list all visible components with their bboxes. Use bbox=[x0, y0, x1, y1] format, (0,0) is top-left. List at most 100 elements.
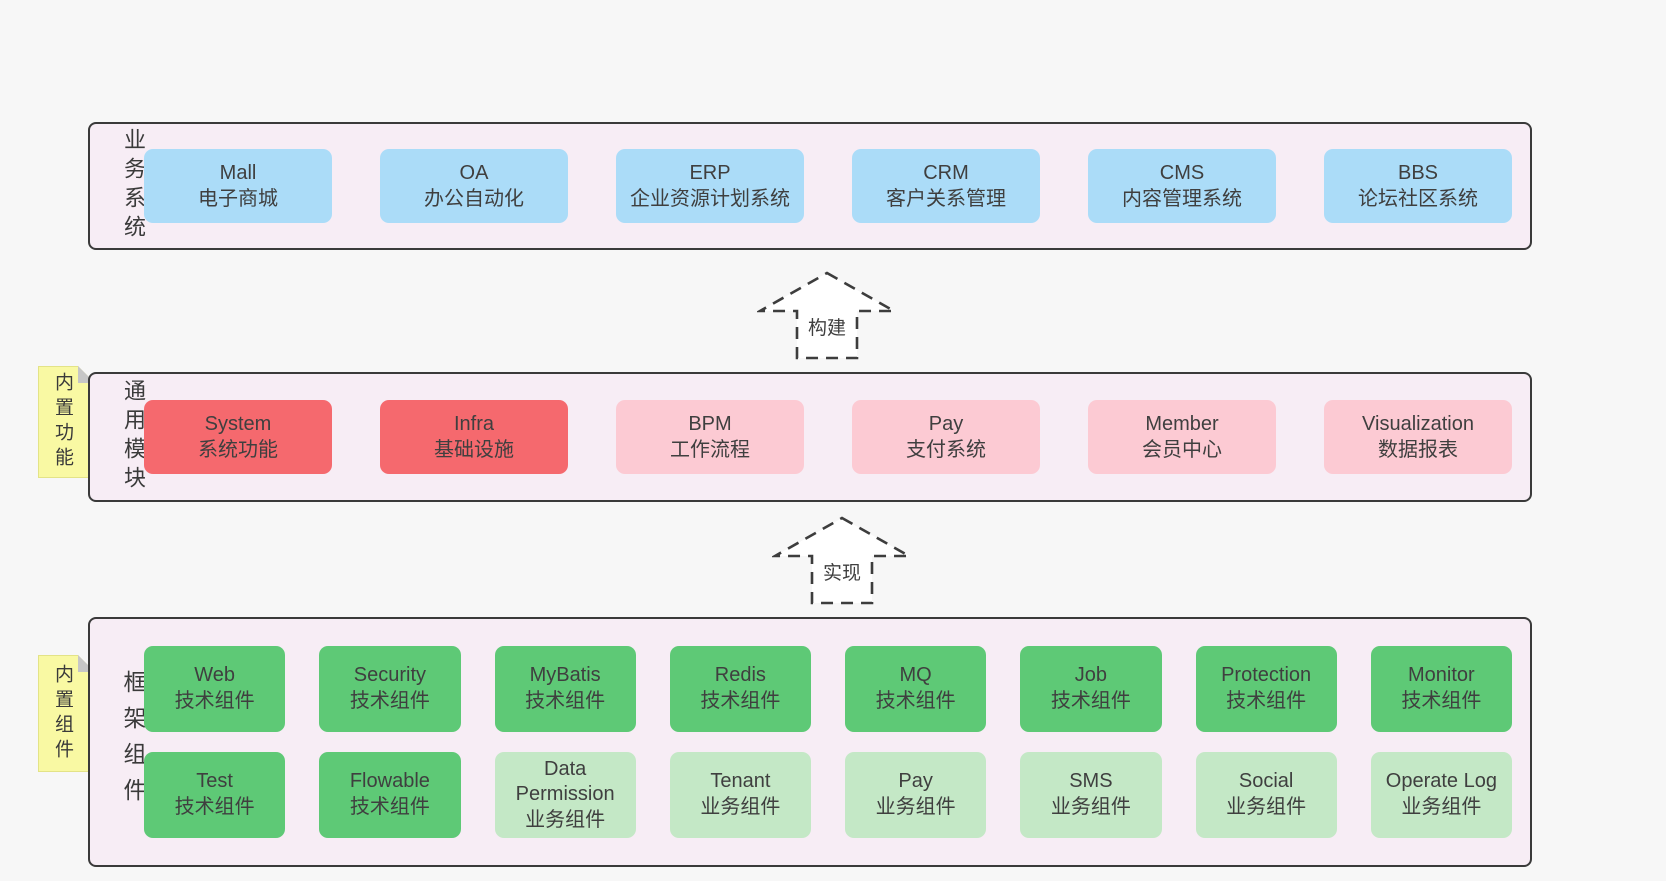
box-system: System 系统功能 bbox=[144, 400, 332, 474]
box-oa: OA 办公自动化 bbox=[380, 149, 568, 223]
box-subtitle: 内容管理系统 bbox=[1122, 188, 1242, 210]
sticky-note-text: 内置组件 bbox=[52, 663, 73, 764]
box-subtitle: 业务组件 bbox=[525, 808, 606, 831]
box-subtitle: 技术组件 bbox=[1401, 690, 1482, 712]
build-arrow-label: 构建 bbox=[803, 312, 851, 341]
box-bpm: BPM 工作流程 bbox=[616, 400, 804, 474]
box-subtitle: 论坛社区系统 bbox=[1358, 188, 1478, 210]
box-subtitle: 会员中心 bbox=[1142, 439, 1222, 461]
box-flowable: Flowable 技术组件 bbox=[319, 752, 461, 838]
layer-common-modules: 通用模块 System 系统功能 Infra 基础设施 BPM 工作流程 Pay 支付系统 Me… bbox=[88, 372, 1532, 502]
box-job: Job 技术组件 bbox=[1020, 646, 1162, 732]
box-row: System 系统功能 Infra 基础设施 BPM 工作流程 Pay 支付系统 Member 会… bbox=[144, 400, 1512, 474]
box-pay: Pay 支付系统 bbox=[852, 400, 1040, 474]
box-title: BBS bbox=[1397, 161, 1439, 184]
box-test: Test 技术组件 bbox=[144, 752, 286, 838]
box-subtitle: 支付系统 bbox=[906, 439, 986, 461]
box-subtitle: 技术组件 bbox=[174, 796, 255, 818]
box-social: Social 业务组件 bbox=[1195, 752, 1337, 838]
box-operate-log: Operate Log 业务组件 bbox=[1370, 752, 1512, 838]
box-title: CRM bbox=[923, 161, 969, 184]
box-title: Pay bbox=[928, 412, 964, 435]
box-web: Web 技术组件 bbox=[144, 646, 286, 732]
box-title: MyBatis bbox=[529, 664, 601, 687]
box-sms: SMS 业务组件 bbox=[1020, 752, 1162, 838]
box-cms: CMS 内容管理系统 bbox=[1088, 149, 1276, 223]
box-subtitle: 技术组件 bbox=[525, 690, 606, 712]
box-title: Operate Log bbox=[1385, 770, 1497, 793]
box-title: OA bbox=[459, 161, 489, 184]
box-subtitle: 业务组件 bbox=[875, 796, 956, 818]
box-protection: Protection 技术组件 bbox=[1195, 646, 1337, 732]
box-member: Member 会员中心 bbox=[1088, 400, 1276, 474]
box-title: Protection bbox=[1221, 664, 1312, 687]
layer-label-business-systems: 业务系统 bbox=[121, 128, 146, 244]
box-monitor: Monitor 技术组件 bbox=[1370, 646, 1512, 732]
box-title: Member bbox=[1145, 412, 1219, 435]
box-erp: ERP 企业资源计划系统 bbox=[616, 149, 804, 223]
layer-label-common-modules: 通用模块 bbox=[121, 379, 146, 495]
box-title: Test bbox=[196, 770, 233, 793]
box-subtitle: 业务组件 bbox=[700, 796, 781, 818]
box-subtitle: 系统功能 bbox=[198, 439, 278, 461]
box-mq: MQ 技术组件 bbox=[845, 646, 987, 732]
box-bbs: BBS 论坛社区系统 bbox=[1324, 149, 1512, 223]
box-title: SMS bbox=[1069, 770, 1113, 793]
box-subtitle: 技术组件 bbox=[700, 690, 781, 712]
box-title: Data Permission bbox=[515, 757, 615, 806]
box-pay: Pay 业务组件 bbox=[845, 752, 987, 838]
box-subtitle: 技术组件 bbox=[1050, 690, 1131, 712]
box-title: BPM bbox=[688, 412, 732, 435]
box-title: Security bbox=[353, 664, 426, 687]
box-subtitle: 工作流程 bbox=[670, 439, 750, 461]
box-subtitle: 技术组件 bbox=[349, 690, 430, 712]
box-subtitle: 业务组件 bbox=[1226, 796, 1307, 818]
implement-arrow: 实现 bbox=[772, 515, 912, 607]
sticky-note-built-in-components: 内置组件 bbox=[38, 655, 95, 772]
box-subtitle: 技术组件 bbox=[349, 796, 430, 818]
box-subtitle: 业务组件 bbox=[1050, 796, 1131, 818]
box-subtitle: 办公自动化 bbox=[424, 188, 524, 210]
box-title: Infra bbox=[453, 412, 495, 435]
box-mybatis: MyBatis 技术组件 bbox=[494, 646, 636, 732]
box-title: Web bbox=[194, 664, 235, 687]
box-title: ERP bbox=[689, 161, 731, 184]
box-title: Social bbox=[1238, 770, 1294, 793]
box-subtitle: 企业资源计划系统 bbox=[630, 188, 790, 210]
layer-label-framework-components: 框架组件 bbox=[120, 670, 146, 814]
build-arrow: 构建 bbox=[757, 270, 897, 362]
box-title: System bbox=[204, 412, 272, 435]
box-subtitle: 电子商城 bbox=[198, 188, 278, 210]
box-title: Monitor bbox=[1408, 664, 1475, 687]
sticky-note-text: 内置功能 bbox=[52, 372, 73, 472]
box-subtitle: 基础设施 bbox=[434, 439, 514, 461]
box-title: Tenant bbox=[710, 770, 771, 793]
box-tenant: Tenant 业务组件 bbox=[669, 752, 811, 838]
implement-arrow-label: 实现 bbox=[818, 557, 866, 586]
box-title: Flowable bbox=[349, 770, 430, 793]
box-title: Pay bbox=[898, 770, 933, 793]
box-security: Security 技术组件 bbox=[319, 646, 461, 732]
box-title: MQ bbox=[899, 664, 932, 687]
box-subtitle: 技术组件 bbox=[174, 690, 255, 712]
box-subtitle: 技术组件 bbox=[875, 690, 956, 712]
box-title: Job bbox=[1074, 664, 1107, 687]
box-title: CMS bbox=[1159, 161, 1205, 184]
box-infra: Infra 基础设施 bbox=[380, 400, 568, 474]
box-title: Visualization bbox=[1362, 412, 1474, 435]
box-subtitle: 技术组件 bbox=[1226, 690, 1307, 712]
box-subtitle: 业务组件 bbox=[1401, 796, 1482, 818]
